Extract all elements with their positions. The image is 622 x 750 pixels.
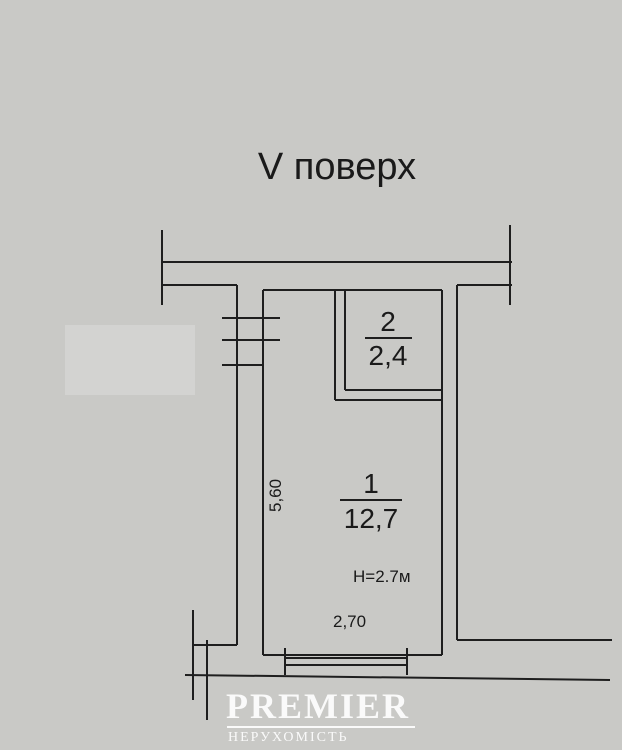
floor-title: V поверх (257, 146, 417, 188)
room-2-area: 2,4 (368, 340, 408, 371)
watermark-divider (227, 726, 415, 728)
bottom-wall (184, 640, 611, 720)
watermark-subtitle: НЕРУХОМІСТЬ (228, 730, 349, 745)
room-1-area: 12,7 (343, 503, 399, 534)
top-wall (161, 225, 512, 305)
room-2-number: 2 (380, 306, 396, 337)
ceiling-height-label: H=2.7м (353, 567, 411, 586)
watermark-brand: PREMIER (226, 686, 410, 726)
room-1-outline (262, 289, 443, 656)
room-2-outline (334, 290, 442, 401)
left-wall (192, 285, 280, 700)
room-1-number: 1 (363, 468, 379, 499)
right-wall (456, 285, 612, 641)
room-width-label: 2,70 (333, 612, 367, 631)
redacted-area (65, 325, 195, 395)
window (284, 648, 408, 675)
room-length-label: 5,60 (266, 478, 285, 512)
